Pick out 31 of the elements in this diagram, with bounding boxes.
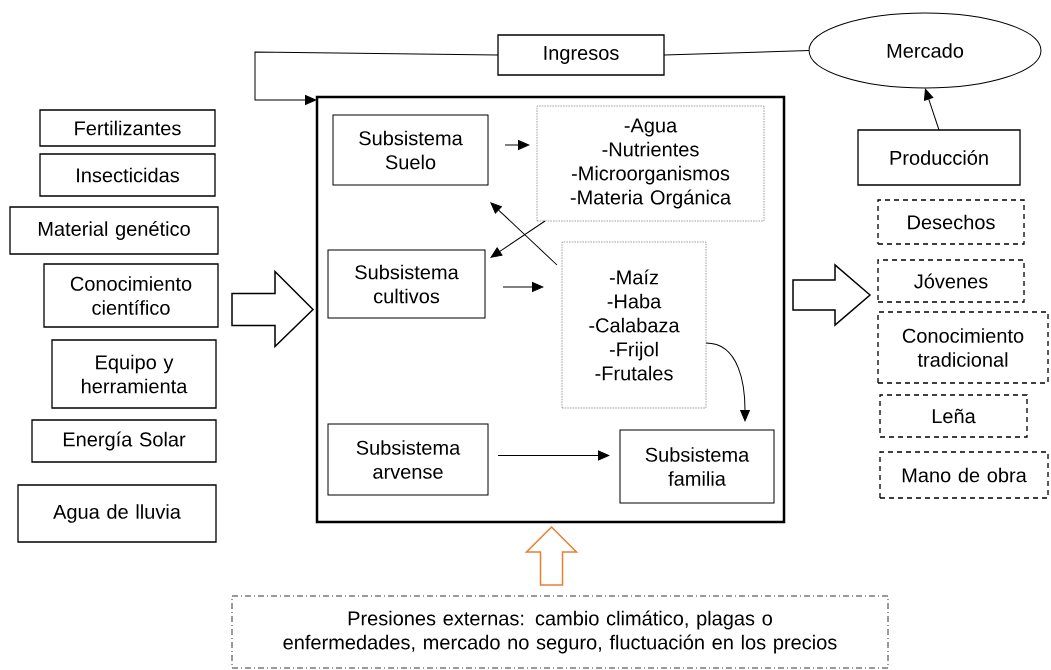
list-box: -Agua -Nutrientes -Microorganismos -Materia Orgánica [536,105,765,222]
subsystem-box: Subsistema familia [619,429,775,504]
pressure-box: Presiones externas: cambio climático, plagas o enfermedades, mercado no seguro, fluctuación en los precios [231,595,889,669]
input-box: Equipo y herramienta [51,339,217,409]
list-box: -Maíz -Haba -Calabaza -Frijol -Frutales [561,241,707,409]
flow-box: Ingresos [497,34,665,76]
arrow [502,282,544,292]
output-box: Conocimiento tradicional [877,311,1049,384]
arrow [490,202,558,266]
input-box: Conocimiento científico [43,263,219,328]
arrow [504,140,530,150]
curved-arrow [705,342,750,422]
input-box: Fertilizantes [39,109,216,147]
system-boundary-box [315,95,786,524]
arrow [924,88,940,131]
output-box: Desechos [877,199,1025,245]
connector-line [663,50,810,56]
arrow [490,220,546,258]
arrow [497,450,610,461]
output-box: Producción [857,129,1021,186]
output-box: Mano de obra [879,451,1049,499]
input-box: Material genético [9,206,219,255]
input-box: Insecticidas [39,153,216,197]
output-box: Jóvenes [877,259,1025,303]
subsystem-box: Subsistema arvense [327,423,489,496]
arrow [254,51,499,105]
subsystem-box: Subsistema Suelo [332,114,489,186]
input-box: Agua de lluvia [17,484,217,543]
input-box: Energía Solar [31,419,217,463]
output-box: Leña [879,394,1028,438]
subsystem-box: Subsistema cultivos [327,249,486,319]
